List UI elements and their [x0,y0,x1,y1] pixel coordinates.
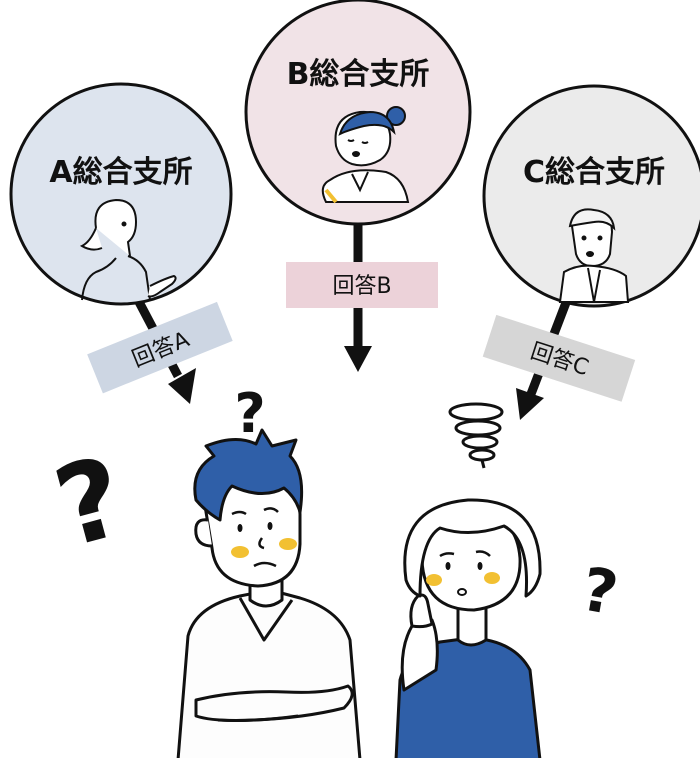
confused-woman [394,498,542,758]
man-hair [193,428,304,522]
branch-a-circle [9,82,233,306]
branch-a-label: A総合支所 [49,155,192,190]
answer-a-tag: 回答A [87,301,233,394]
man-staff-icon [558,208,630,303]
branch-b-label: B総合支所 [287,57,430,92]
branch-c-label: C総合支所 [523,155,665,190]
answer-b-tag: 回答B [286,262,438,308]
woman-hair [403,498,542,598]
answer-c-tag: 回答C [482,314,636,402]
branch-b: B総合支所 [244,0,472,226]
branch-a: A総合支所 [9,82,233,306]
confused-man [176,428,362,758]
question-mark-large: ? [43,432,138,572]
branch-c: C総合支所 [482,84,700,308]
receptionist-icon [321,106,410,204]
woman-staff-icon [79,198,177,301]
answer-b-label: 回答B [332,274,391,299]
man-shirt [176,588,362,758]
branch-c-circle [482,84,700,308]
question-mark-right: ? [576,554,622,629]
confusion-swirl-icon [448,402,504,469]
